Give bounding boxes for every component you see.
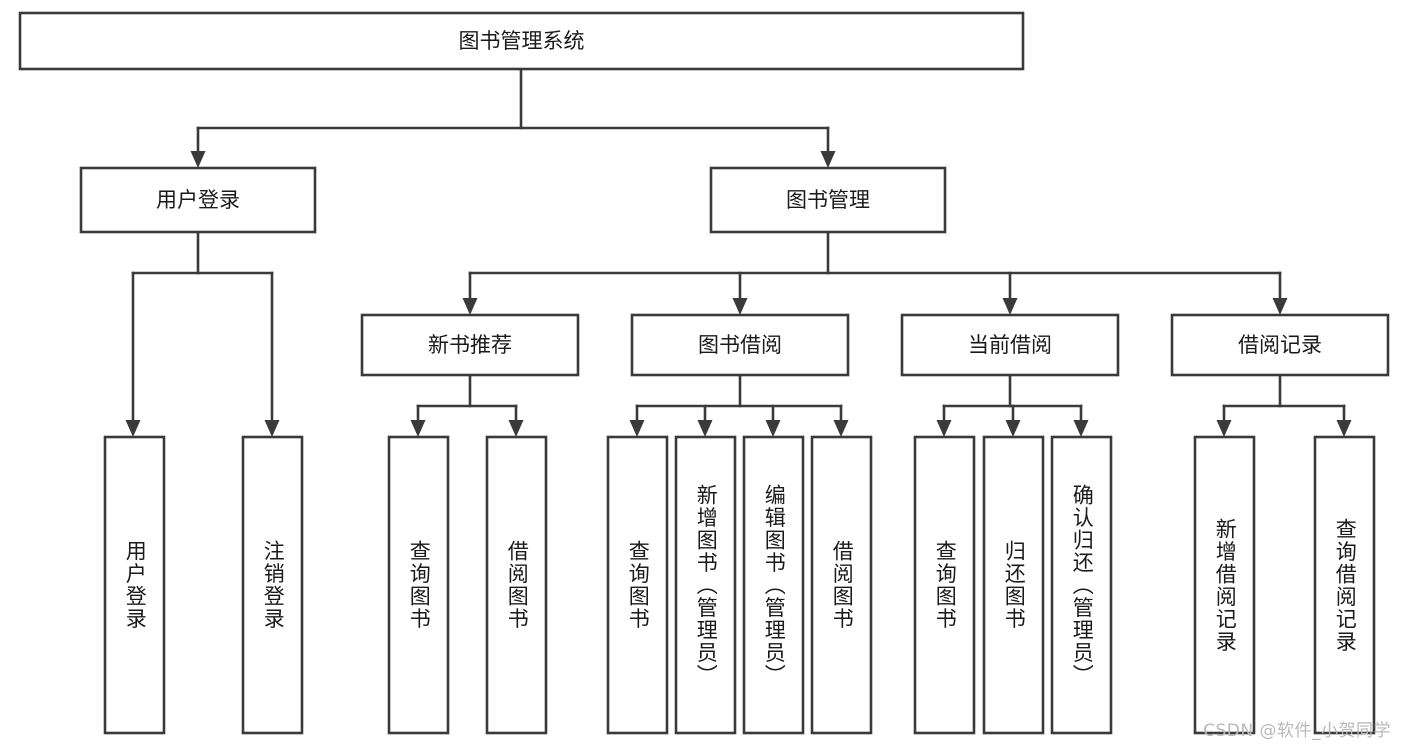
node-leaf-12[interactable] — [1313, 435, 1376, 735]
node-leaf-8[interactable] — [913, 435, 976, 735]
connector-lines-group — [125, 67, 1352, 437]
node-boxes-group — [18, 11, 1390, 735]
node-level2-0[interactable] — [79, 166, 317, 234]
node-level3-3[interactable] — [1170, 313, 1390, 377]
arrow-head-l3-2-2 — [1073, 420, 1089, 437]
arrow-head-l2-0-0 — [125, 420, 141, 437]
node-level3-2[interactable] — [900, 313, 1120, 377]
arrow-head-l3-3-0 — [1216, 420, 1232, 437]
arrow-head-root-0 — [190, 151, 206, 168]
arrow-head-l2-0-1 — [264, 420, 280, 437]
arrow-head-l3-0-0 — [410, 420, 426, 437]
node-leaf-10[interactable] — [1050, 435, 1113, 735]
arrow-head-l3-1-0 — [629, 420, 645, 437]
node-level3-0[interactable] — [360, 313, 580, 377]
arrow-head-l3-1-3 — [833, 420, 849, 437]
node-label-level3-2: 当前借阅 — [968, 333, 1052, 357]
node-label-level3-0: 新书推荐 — [428, 333, 512, 357]
arrow-head-l3-1-2 — [765, 420, 781, 437]
node-leaf-4[interactable] — [606, 435, 669, 735]
node-label-level3-1: 图书借阅 — [698, 333, 782, 357]
node-root-book-management-system[interactable] — [18, 11, 1025, 71]
node-level2-1[interactable] — [709, 166, 947, 234]
node-label-root: 图书管理系统 — [459, 29, 585, 53]
node-leaf-6[interactable] — [742, 435, 805, 735]
arrow-head-l2-1-3 — [1272, 298, 1288, 315]
arrow-head-root-1 — [820, 151, 836, 168]
node-leaf-7[interactable] — [810, 435, 873, 735]
arrow-head-l3-0-1 — [508, 420, 524, 437]
node-leaf-11[interactable] — [1193, 435, 1256, 735]
arrow-head-l3-1-1 — [697, 420, 713, 437]
watermark-text: CSDN @软件_小贺同学 — [1203, 721, 1391, 741]
node-leaf-5[interactable] — [674, 435, 737, 735]
node-label-level2-1: 图书管理 — [786, 188, 870, 212]
arrow-head-l3-3-1 — [1336, 420, 1352, 437]
node-leaf-0[interactable] — [103, 435, 166, 735]
arrow-head-l2-1-1 — [732, 298, 748, 315]
node-label-level2-0: 用户登录 — [156, 188, 240, 212]
arrow-head-l3-2-0 — [936, 420, 952, 437]
node-leaf-2[interactable] — [387, 435, 450, 735]
node-leaf-1[interactable] — [241, 435, 304, 735]
node-level3-1[interactable] — [630, 313, 850, 377]
arrow-head-l3-2-1 — [1005, 420, 1021, 437]
node-leaf-3[interactable] — [485, 435, 548, 735]
node-leaf-9[interactable] — [982, 435, 1045, 735]
arrow-head-l2-1-0 — [462, 298, 478, 315]
node-label-level3-3: 借阅记录 — [1238, 333, 1322, 357]
arrow-head-l2-1-2 — [1002, 298, 1018, 315]
